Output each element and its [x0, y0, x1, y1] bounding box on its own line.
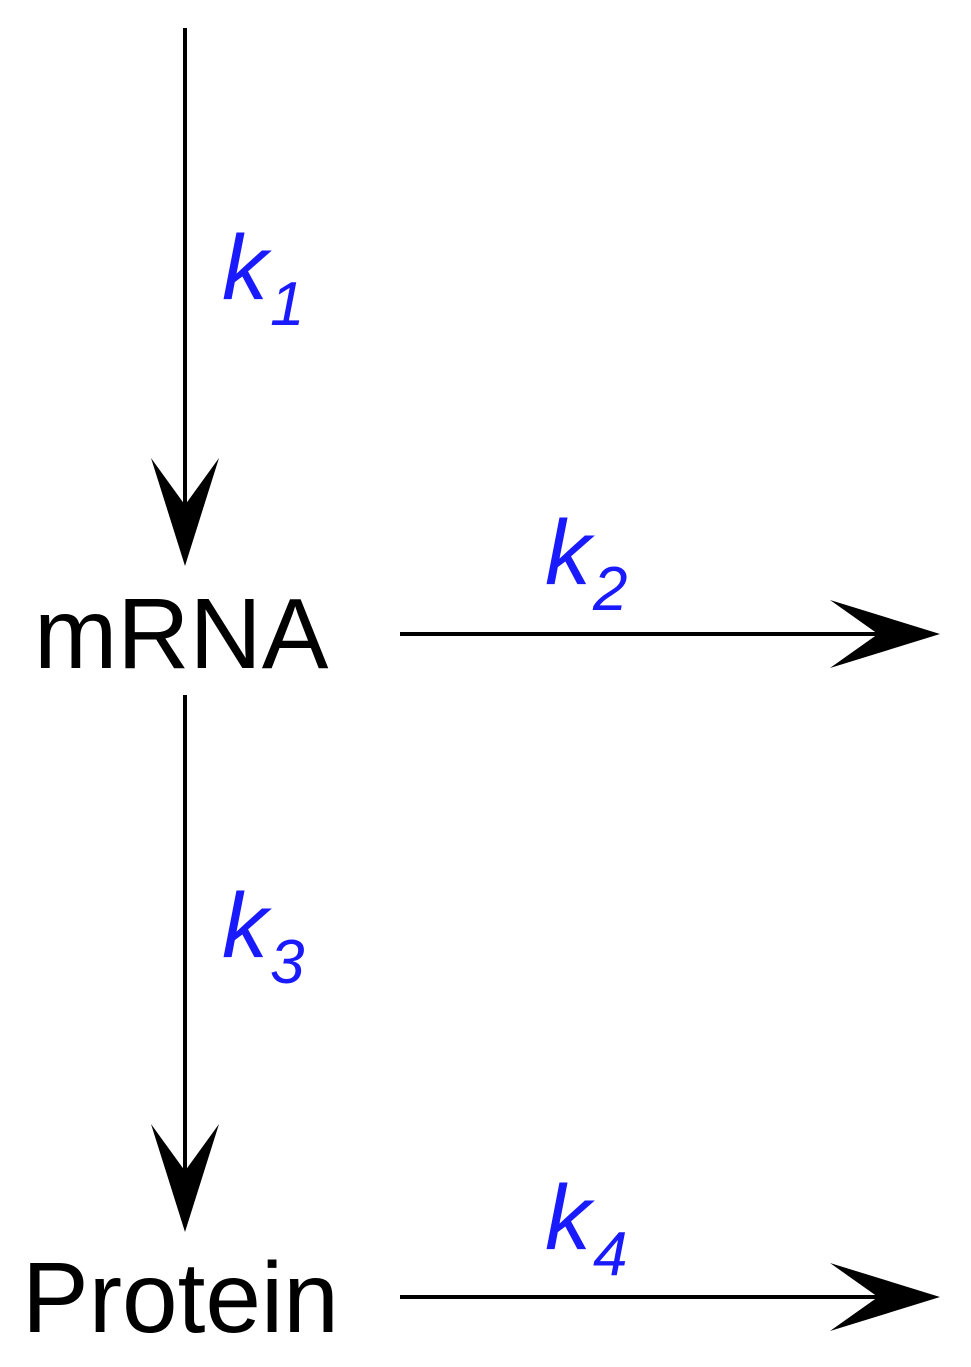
rate-label-k3: k3 [222, 880, 304, 994]
arrow-degradation-protein [400, 1263, 940, 1331]
rate-label-k1: k1 [222, 222, 304, 336]
rate-symbol: k [222, 217, 268, 319]
node-protein: Protein [22, 1242, 339, 1354]
rate-label-k2: k2 [545, 507, 627, 621]
arrow-degradation-mrna [400, 600, 940, 668]
rate-subscript: 3 [270, 928, 305, 997]
rate-symbol: k [545, 1167, 591, 1269]
rate-label-k4: k4 [545, 1172, 627, 1286]
rate-subscript: 1 [270, 270, 305, 339]
rate-subscript: 2 [593, 555, 628, 624]
arrow-synthesis-mrna [151, 28, 219, 566]
rate-subscript: 4 [593, 1220, 628, 1289]
rate-symbol: k [545, 502, 591, 604]
rate-symbol: k [222, 875, 268, 977]
arrow-translation [151, 695, 219, 1232]
node-mrna: mRNA [34, 578, 329, 690]
